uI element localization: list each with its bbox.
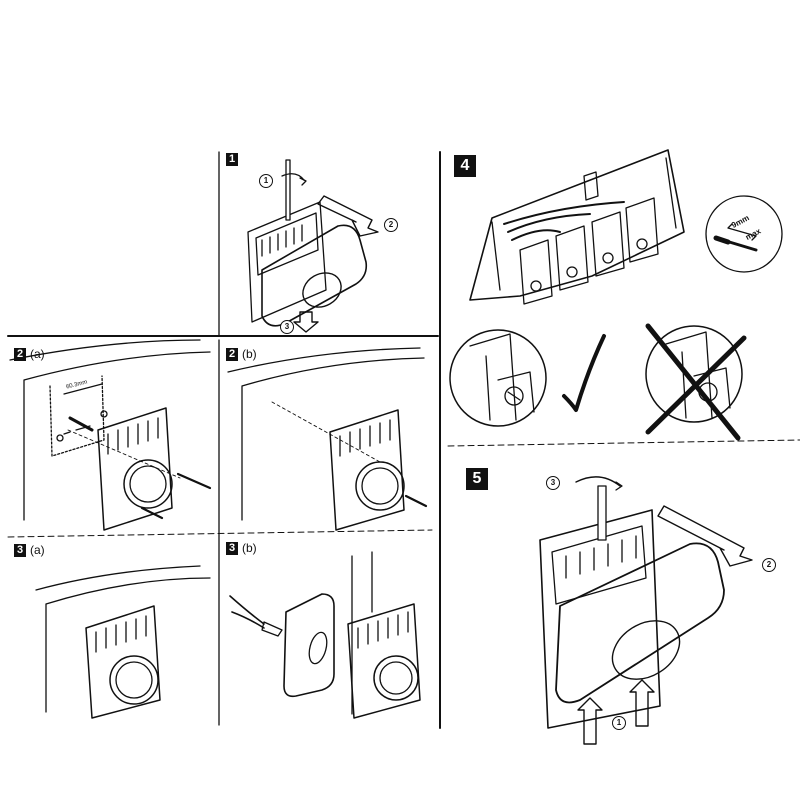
callout-3-step5: 3	[546, 476, 560, 490]
step-5-badge: 5	[466, 468, 488, 490]
step-2b-sublabel: (b)	[242, 347, 257, 361]
callout-1-step1: 1	[259, 174, 273, 188]
step3a-illustration	[35, 565, 211, 719]
step-3b-sublabel: (b)	[242, 541, 257, 555]
step1-illustration	[247, 159, 379, 333]
panel-dividers	[7, 151, 800, 729]
step-1-badge: 1	[226, 153, 238, 166]
callout-2-step5: 2	[762, 558, 776, 572]
cross-mark-icon	[646, 324, 742, 440]
callout-2-step1: 2	[384, 218, 398, 232]
step-3a-badge: 3	[14, 544, 26, 557]
step2b-illustration	[227, 347, 428, 531]
check-mark-icon	[560, 334, 608, 414]
step5-illustration	[539, 476, 753, 745]
step4-illustration	[449, 149, 783, 441]
step-2a-badge: 2	[14, 348, 26, 361]
step-2b-badge: 2	[226, 348, 238, 361]
step-4-badge: 4	[454, 155, 476, 177]
step2a-illustration	[9, 339, 212, 531]
step-2a-sublabel: (a)	[30, 347, 45, 361]
step-3b-badge: 3	[226, 542, 238, 555]
callout-1-step5: 1	[612, 716, 626, 730]
step-3a-sublabel: (a)	[30, 543, 45, 557]
step3b-illustration	[229, 551, 421, 719]
callout-3-step1: 3	[280, 320, 294, 334]
